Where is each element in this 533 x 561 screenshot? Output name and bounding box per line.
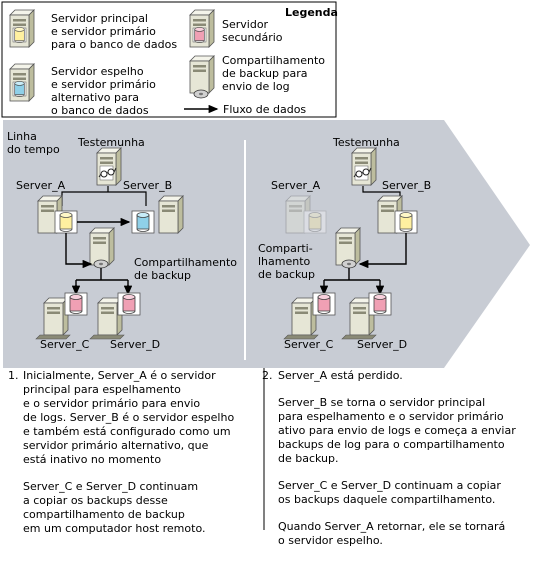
panel2-server-b-label: Server_B xyxy=(382,179,431,192)
panel1-share-label-line-1: Compartilhamento xyxy=(134,256,237,269)
primary-server-icon xyxy=(9,9,35,48)
step-2-paragraph-4: Quando Server_A retornar, ele se tornará… xyxy=(278,520,506,547)
panel2-share-icon xyxy=(335,227,361,266)
panel2-server-d-db-icon xyxy=(368,292,392,316)
panel1-witness-label: Testemunha xyxy=(77,136,145,149)
panel2-share-label-line-2: lhamento xyxy=(258,255,311,268)
panel1-server-d-db-icon xyxy=(117,292,141,316)
panel-1: Testemunha Server_A Server_B Compart xyxy=(16,136,237,351)
panel1-server-d-label: Server_D xyxy=(110,338,160,351)
panel1-server-c-label: Server_C xyxy=(40,338,90,351)
legend-secondary-line-1: Servidor xyxy=(222,18,269,31)
legend-flow-label: Fluxo de dados xyxy=(223,103,306,116)
legend-mirror-line-2: e servidor primário xyxy=(51,78,156,91)
legend-share-line-1: Compartilhamento xyxy=(222,54,325,67)
panel1-share-icon xyxy=(89,227,115,266)
step-1-paragraph-1: Inicialmente, Server_A é o servidor prin… xyxy=(23,369,235,466)
mirror-server-icon xyxy=(9,63,35,102)
step-1: 1. Inicialmente, Server_A é o servidor p… xyxy=(8,369,264,549)
legend: Legenda Servidor principal e servidor pr… xyxy=(1,1,338,118)
panel2-share-label-line-3: de backup xyxy=(258,268,315,281)
step-2-paragraph-1: Server_A está perdido. xyxy=(278,369,403,382)
panel1-server-a-db-icon xyxy=(54,210,78,234)
panel1-server-a-label: Server_A xyxy=(16,179,66,192)
legend-mirror-line-3: alternativo para xyxy=(51,91,139,104)
legend-secondary-line-2: secundário xyxy=(222,31,283,44)
panel2-server-c-label: Server_C xyxy=(284,338,334,351)
legend-share-line-3: envio de log xyxy=(222,80,290,93)
legend-mirror-line-4: o banco de dados xyxy=(51,104,149,117)
panel1-server-c-db-icon xyxy=(64,292,88,316)
panel1-witness-icon xyxy=(96,147,122,186)
backup-share-icon xyxy=(189,55,215,99)
timeline-label-line-2: do tempo xyxy=(7,143,60,156)
legend-principal-line-2: e servidor primário xyxy=(51,25,156,38)
panel1-server-b-icon xyxy=(158,195,184,234)
panel2-witness-label: Testemunha xyxy=(332,136,400,149)
panel2-server-c-db-icon xyxy=(312,292,336,316)
step-2-number: 2. xyxy=(262,369,273,382)
timeline-label-line-1: Linha xyxy=(7,130,37,143)
panel2-server-b-db-icon xyxy=(394,210,418,234)
panel2-server-d-label: Server_D xyxy=(357,338,407,351)
legend-mirror-line-1: Servidor espelho xyxy=(51,65,144,78)
legend-title: Legenda xyxy=(285,6,338,19)
step-2-paragraph-2: Server_B se torna o servidor principal p… xyxy=(278,396,516,465)
panel2-share-disc-icon xyxy=(341,259,357,269)
panel2-server-a-lost-icon xyxy=(285,195,327,234)
panel1-share-disc-icon xyxy=(93,259,109,269)
step-1-number: 1. xyxy=(8,369,19,382)
panel1-server-b-label: Server_B xyxy=(123,179,172,192)
legend-principal-line-3: para o banco de dados xyxy=(51,38,177,51)
legend-principal-line-1: Servidor principal xyxy=(51,12,148,25)
panel1-server-b-db-icon xyxy=(131,210,155,234)
panel2-share-label-line-1: Comparti- xyxy=(258,242,313,255)
panel-2: Testemunha Server_A Server_B Comparti- l… xyxy=(258,136,431,351)
step-1-paragraph-2: Server_C e Server_D continuam a copiar o… xyxy=(23,480,206,535)
legend-share-line-2: de backup para xyxy=(222,67,308,80)
failover-diagram: Legenda Servidor principal e servidor pr… xyxy=(1,1,530,547)
panel2-witness-icon xyxy=(351,147,377,186)
panel2-server-a-label: Server_A xyxy=(271,179,321,192)
step-2: 2. Server_A está perdido. Server_B se to… xyxy=(262,369,526,561)
panel1-share-label-line-2: de backup xyxy=(134,269,191,282)
secondary-server-icon xyxy=(189,9,215,48)
step-2-paragraph-3: Server_C e Server_D continuam a copiar o… xyxy=(278,479,501,506)
